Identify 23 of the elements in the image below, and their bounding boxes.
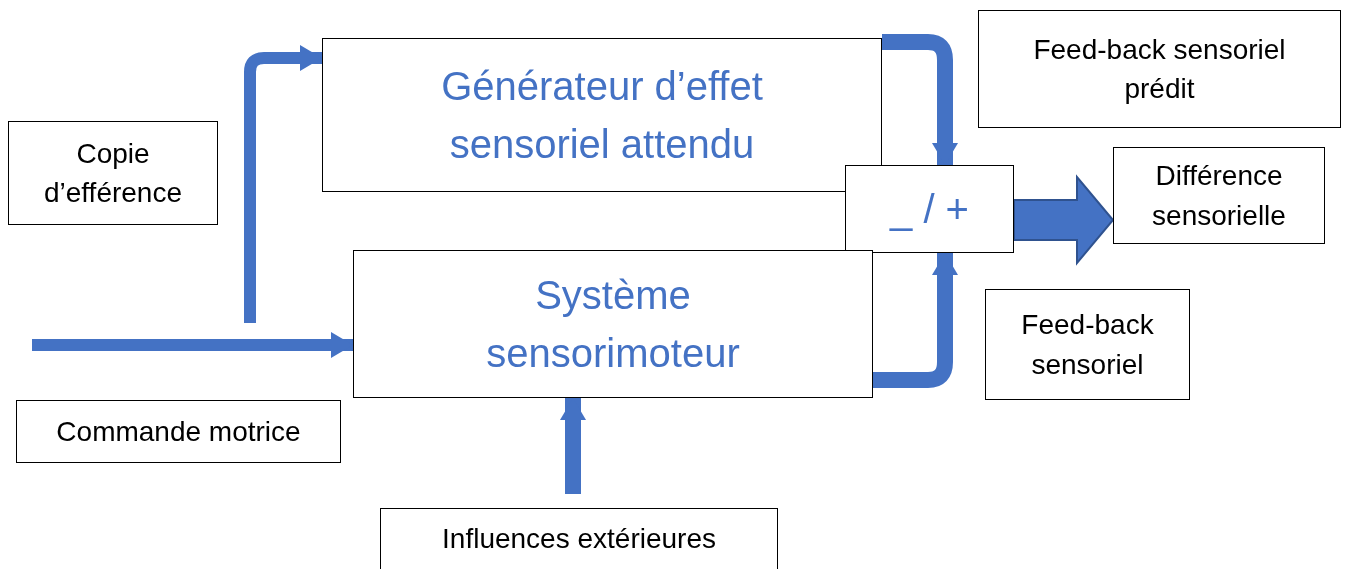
box-label: Commande motrice (56, 414, 301, 449)
text-box (353, 250, 873, 398)
arrow (32, 332, 353, 358)
arrow (244, 45, 322, 323)
text-box (8, 121, 218, 225)
text-box (322, 38, 882, 192)
text-box (978, 10, 1341, 128)
text-box (1113, 147, 1325, 244)
box-label: Système sensorimoteur (486, 272, 740, 377)
block-arrow (1013, 174, 1115, 266)
box-label: Différence sensorielle (1151, 159, 1287, 233)
arrow (873, 253, 958, 388)
text-box (16, 400, 341, 463)
box-label: Générateur d’effet sensoriel attendu (440, 63, 764, 168)
box-label: Feed-back sensoriel prédit (1032, 32, 1287, 106)
box-label: Copie d’efférence (43, 136, 183, 210)
operator-symbols: _ / + (890, 186, 969, 233)
box-label: Influences extérieures (442, 522, 716, 557)
arrow (560, 398, 586, 494)
text-box (380, 508, 778, 569)
text-box (985, 289, 1190, 400)
comparator-box (845, 165, 1014, 253)
box-label: Feed-back sensoriel (1020, 308, 1155, 382)
